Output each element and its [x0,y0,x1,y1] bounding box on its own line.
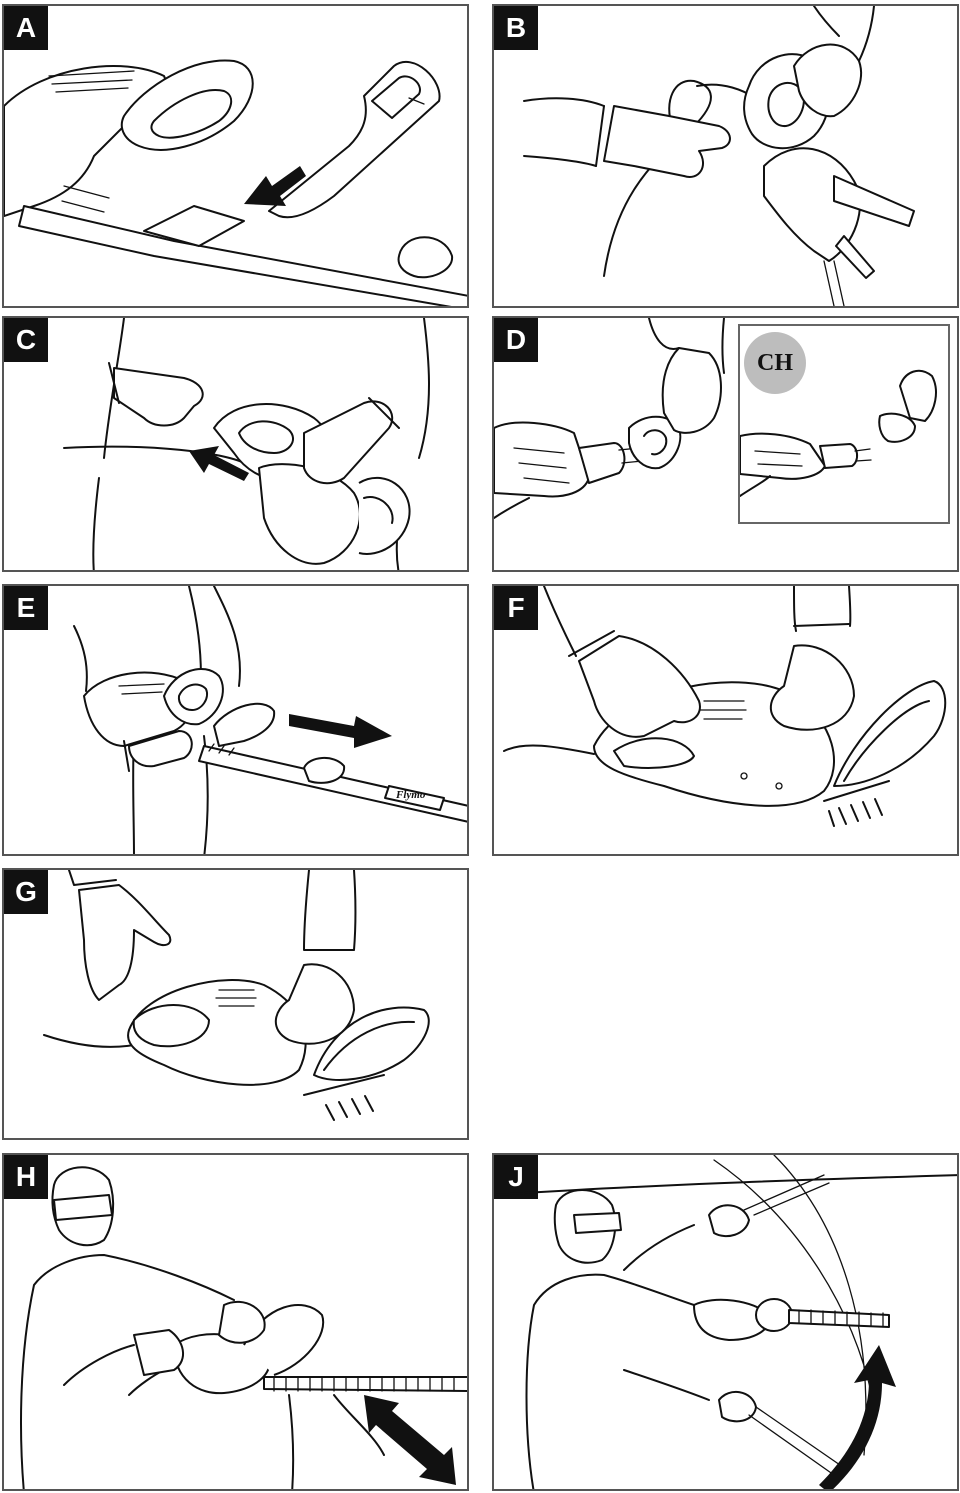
illustration-blade-lock-release: Flymo [73,586,467,854]
illustration-swiss-plug [740,369,937,497]
panel-label-f: F [494,586,538,630]
panel-d: D CH [492,316,959,572]
illustration-release-switch [43,870,430,1121]
panel-h: H [2,1153,469,1491]
panel-label-h: H [4,1155,48,1199]
panel-label-g: G [4,870,48,914]
panel-c: C [2,316,469,572]
panel-label-b: B [494,6,538,50]
illustration-cord-retainer [523,6,915,306]
inset-swiss-plug: CH [738,324,950,524]
panel-b: B [492,4,959,308]
illustration-two-hand-start [503,586,947,827]
illustration-hedge-side-cut [20,1166,467,1489]
panel-f: F [492,584,959,856]
brand-mark: Flymo [395,789,426,801]
illustration-cord-lock [63,318,430,570]
illustration-blade-guard-removal [4,59,467,306]
panel-e: E Flymo [2,584,469,856]
panel-label-a: A [4,6,48,50]
panel-j: J [492,1153,959,1491]
panel-label-d: D [494,318,538,362]
illustration-hedge-top-arc [494,1155,957,1489]
panel-label-e: E [4,586,48,630]
ch-badge: CH [744,332,806,394]
panel-label-c: C [4,318,48,362]
panel-g: G [2,868,469,1140]
panel-a: A [2,4,469,308]
illustration-plug-connection [494,318,725,519]
